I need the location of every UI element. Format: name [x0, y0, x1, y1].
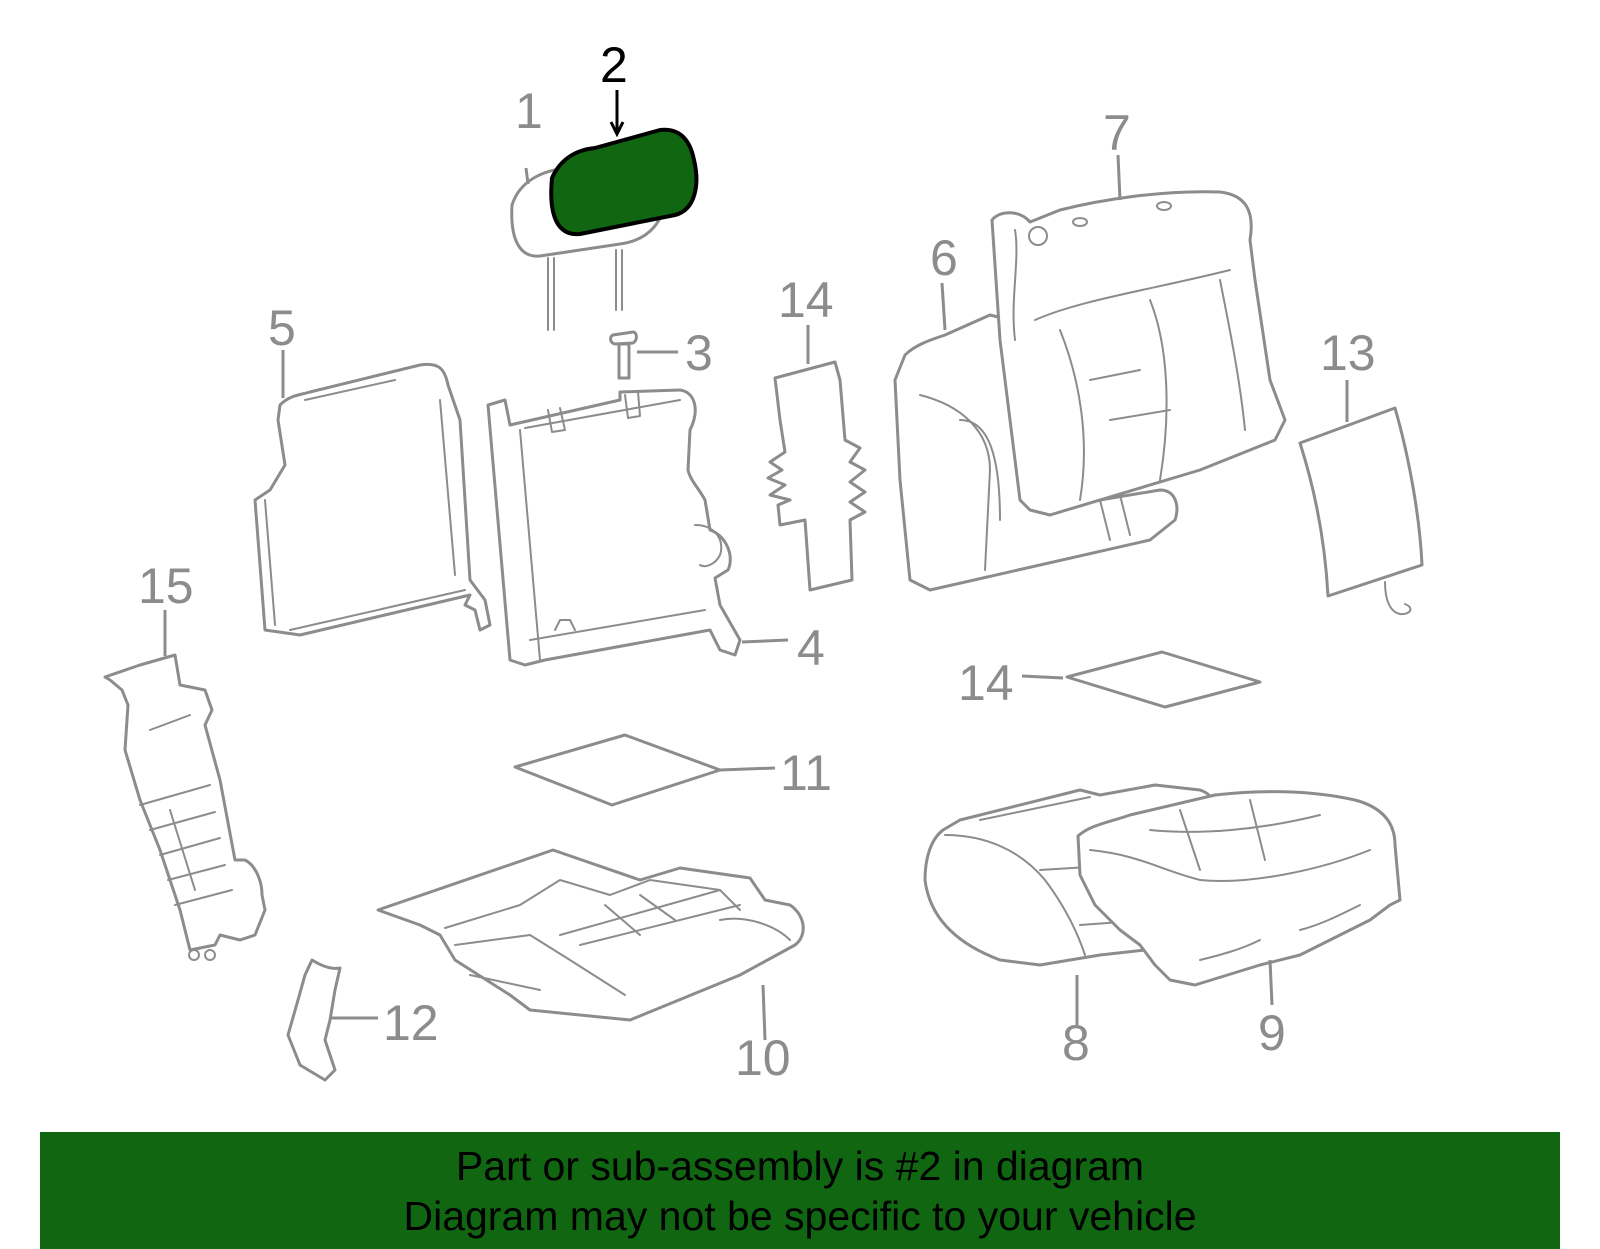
callout-14-lower: 14 — [958, 655, 1014, 711]
part-10-cushion-frame[interactable] — [376, 848, 805, 1022]
callout-14-upper: 14 — [778, 272, 834, 328]
callout-2: 2 — [600, 37, 628, 93]
callout-6: 6 — [930, 230, 958, 286]
part-14-heater-pad-lower[interactable] — [1065, 650, 1262, 709]
callout-4: 4 — [797, 620, 825, 676]
callout-3: 3 — [685, 325, 713, 381]
part-11-cushion-pad[interactable] — [513, 733, 722, 807]
part-2-headrest-cover-highlighted[interactable] — [549, 127, 699, 237]
part-9-cushion-cover[interactable] — [1076, 790, 1402, 987]
callout-8: 8 — [1062, 1015, 1090, 1071]
part-15-side-shield[interactable] — [103, 653, 267, 961]
part-5-back-panel[interactable] — [253, 362, 492, 637]
callout-7: 7 — [1103, 105, 1131, 161]
callout-11: 11 — [780, 745, 832, 801]
banner-line-2: Diagram may not be specific to your vehi… — [403, 1192, 1197, 1239]
part-7-back-cover[interactable] — [990, 190, 1287, 517]
part-13-back-board[interactable] — [1298, 406, 1424, 616]
part-4-seatback-frame[interactable] — [486, 388, 742, 667]
callout-15: 15 — [138, 558, 194, 614]
callout-9: 9 — [1258, 1005, 1286, 1061]
part-3-headrest-guide[interactable] — [609, 330, 638, 380]
callout-12: 12 — [383, 995, 439, 1051]
info-banner: Part or sub-assembly is #2 in diagram Di… — [40, 1132, 1560, 1249]
banner-line-1: Part or sub-assembly is #2 in diagram — [455, 1142, 1145, 1189]
callout-5: 5 — [268, 300, 296, 356]
callout-10: 10 — [735, 1030, 791, 1086]
part-6-back-cushion[interactable] — [893, 313, 1179, 592]
part-14-heater-pad-upper[interactable] — [766, 360, 867, 592]
leader-lines — [163, 90, 1349, 1041]
part-12-side-trim[interactable] — [286, 958, 342, 1082]
callout-1: 1 — [515, 83, 543, 139]
callout-13: 13 — [1320, 325, 1376, 381]
